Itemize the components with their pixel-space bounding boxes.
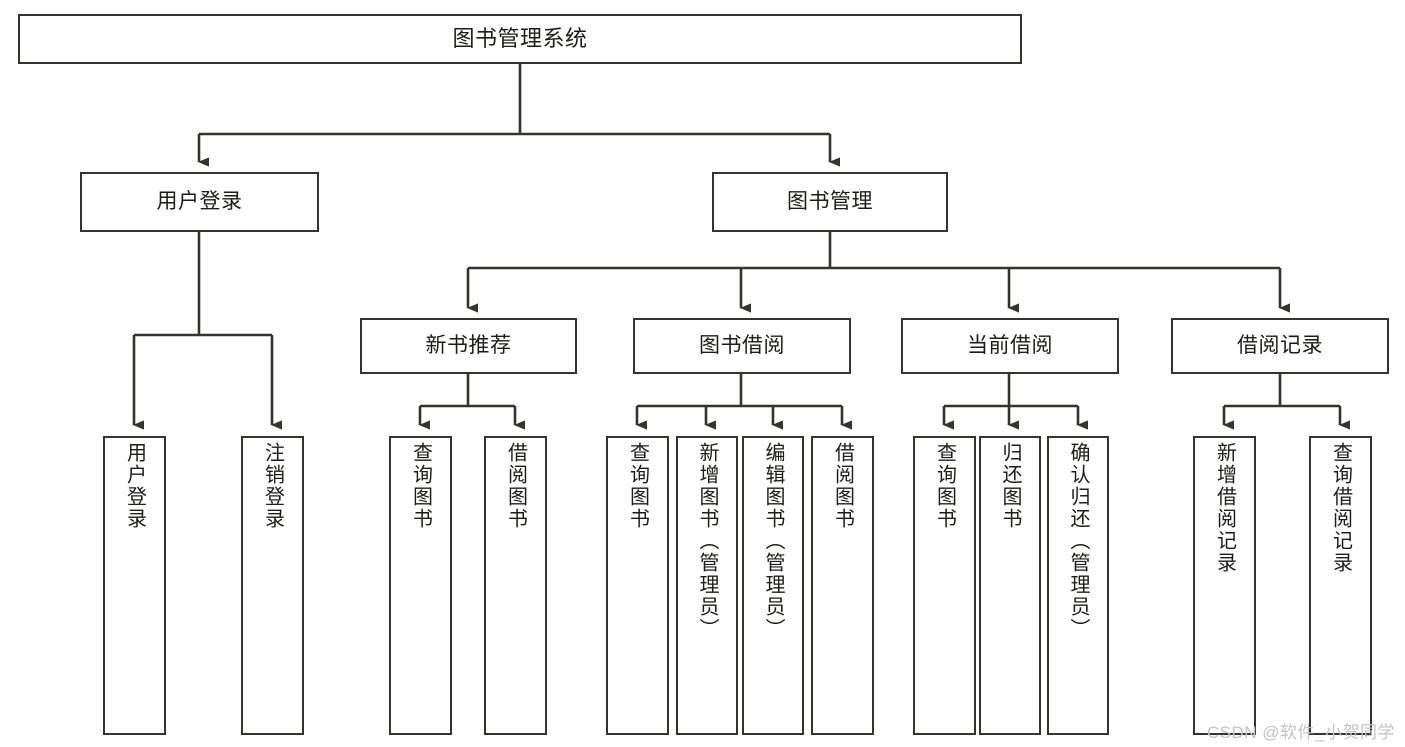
node-leaf-query-book-3-label: 查询图书 [933, 442, 956, 530]
node-leaf-edit-book[interactable]: 编辑图书（管理员） [742, 436, 804, 735]
node-leaf-add-book[interactable]: 新增图书（管理员） [676, 436, 738, 735]
node-leaf-add-book-label: 新增图书（管理员） [696, 442, 718, 640]
node-leaf-add-record[interactable]: 新增借阅记录 [1193, 436, 1256, 735]
node-user-login[interactable]: 用户登录 [80, 172, 319, 232]
node-root[interactable]: 图书管理系统 [18, 14, 1022, 64]
node-book-management[interactable]: 图书管理 [712, 172, 948, 232]
node-new-book-recommend-label: 新书推荐 [425, 334, 512, 358]
node-leaf-query-record[interactable]: 查询借阅记录 [1309, 436, 1372, 735]
node-leaf-confirm-return-label: 确认归还（管理员） [1067, 442, 1089, 640]
node-leaf-borrow-book-1[interactable]: 借阅图书 [484, 436, 547, 735]
node-leaf-edit-book-label: 编辑图书（管理员） [762, 442, 784, 640]
node-leaf-user-login-label: 用户登录 [123, 442, 146, 530]
node-current-borrow-label: 当前借阅 [967, 334, 1053, 358]
node-leaf-query-book-1-label: 查询图书 [409, 442, 432, 530]
node-leaf-user-login[interactable]: 用户登录 [103, 436, 166, 735]
node-leaf-add-record-label: 新增借阅记录 [1213, 442, 1236, 574]
node-leaf-return-book-label: 归还图书 [999, 442, 1021, 530]
node-leaf-query-book-2-label: 查询图书 [626, 442, 649, 530]
node-leaf-borrow-book-2[interactable]: 借阅图书 [811, 436, 874, 735]
node-leaf-logout-login[interactable]: 注销登录 [241, 436, 304, 735]
node-leaf-query-book-1[interactable]: 查询图书 [389, 436, 452, 735]
node-leaf-borrow-book-2-label: 借阅图书 [831, 442, 854, 530]
node-leaf-query-book-3[interactable]: 查询图书 [913, 436, 976, 735]
node-leaf-query-book-2[interactable]: 查询图书 [606, 436, 669, 735]
node-book-borrow-label: 图书借阅 [699, 334, 785, 358]
node-borrow-record-label: 借阅记录 [1237, 334, 1323, 358]
node-current-borrow[interactable]: 当前借阅 [901, 318, 1119, 374]
node-leaf-query-record-label: 查询借阅记录 [1329, 442, 1352, 574]
node-book-management-label: 图书管理 [787, 190, 873, 214]
node-user-login-label: 用户登录 [156, 190, 243, 214]
node-borrow-record[interactable]: 借阅记录 [1171, 318, 1389, 374]
node-root-label: 图书管理系统 [452, 25, 588, 51]
node-leaf-logout-login-label: 注销登录 [261, 442, 284, 530]
node-leaf-confirm-return[interactable]: 确认归还（管理员） [1047, 436, 1109, 735]
node-book-borrow[interactable]: 图书借阅 [633, 318, 851, 374]
node-leaf-return-book[interactable]: 归还图书 [979, 436, 1041, 735]
node-leaf-borrow-book-1-label: 借阅图书 [504, 442, 527, 530]
node-new-book-recommend[interactable]: 新书推荐 [360, 318, 577, 374]
